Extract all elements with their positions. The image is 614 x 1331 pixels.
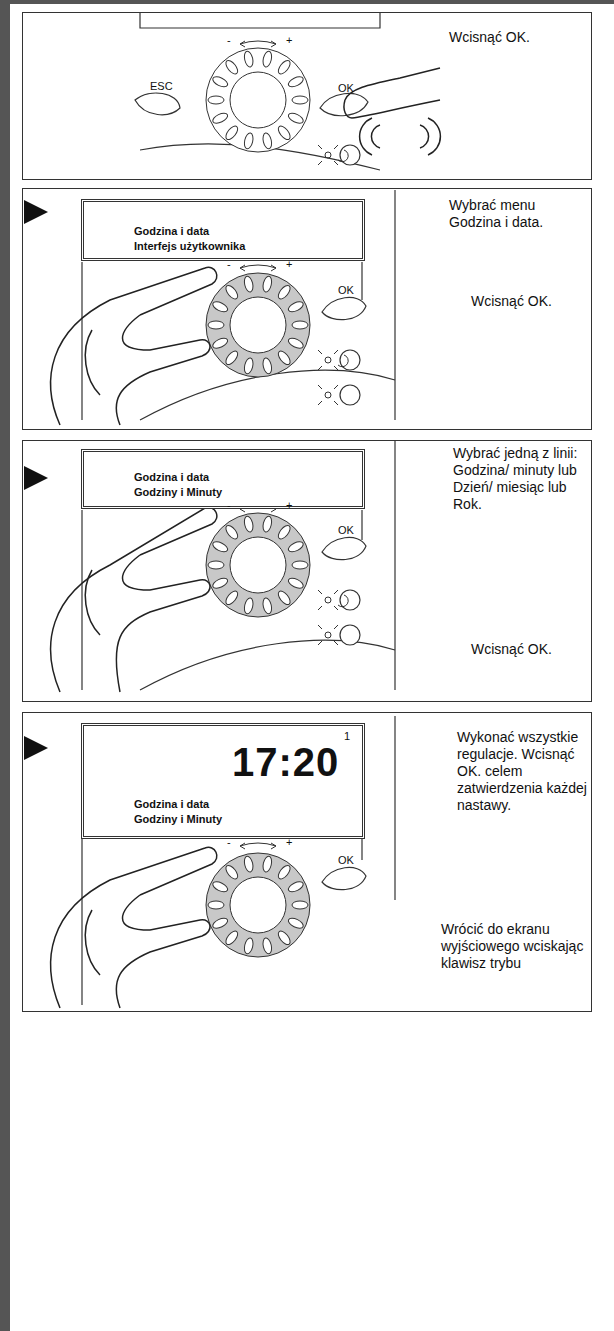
hands bbox=[51, 68, 441, 1008]
button-label: + bbox=[286, 258, 292, 270]
screen-text: Interfejs użytkownika bbox=[134, 239, 245, 253]
button-label: + bbox=[286, 499, 292, 511]
button-label: OK bbox=[338, 524, 354, 536]
screen-text: Godziny i Minuty bbox=[134, 812, 222, 826]
button-label: - bbox=[227, 34, 231, 46]
side-bar bbox=[0, 0, 10, 1331]
button-label: OK bbox=[338, 284, 354, 296]
display-screen: Godzina i dataGodziny i Minuty bbox=[81, 449, 365, 509]
display-screen: 17:20Godzina i dataGodziny i Minuty bbox=[81, 723, 365, 839]
button-label: OK bbox=[338, 854, 354, 866]
step-panel: Wybrać menu Godzina i data. Wcisnąć OK. Go… bbox=[22, 188, 592, 430]
instruction-text: Wrócić do ekranu wyjściowego wciskając k… bbox=[441, 921, 591, 972]
button-label: - bbox=[227, 499, 231, 511]
button-label: 1 bbox=[344, 730, 350, 742]
step-panel: Wybrać jedną z linii: Godzina/ minuty lu… bbox=[22, 440, 592, 702]
button-label: OK bbox=[338, 82, 354, 94]
instruction-text: Wybrać jedną z linii: Godzina/ minuty lu… bbox=[453, 445, 593, 513]
instruction-text: Wcisnąć OK. bbox=[471, 641, 591, 658]
button-label: - bbox=[227, 258, 231, 270]
instruction-text: Wcisnąć OK. bbox=[449, 29, 589, 46]
instruction-text: Wybrać menu Godzina i data. bbox=[449, 197, 589, 231]
button-label: ESC bbox=[150, 80, 173, 92]
pointer-arrows bbox=[24, 200, 48, 760]
step-panel: Wcisnąć OK. bbox=[22, 12, 592, 180]
button-label: - bbox=[227, 836, 231, 848]
display-digits: 17:20 bbox=[232, 740, 339, 784]
screen-text: Godzina i data bbox=[134, 224, 209, 238]
screen-text: Godziny i Minuty bbox=[134, 485, 222, 499]
device-body bbox=[82, 12, 395, 1005]
screen-text: Godzina i data bbox=[134, 470, 209, 484]
instruction-text: Wykonać wszystkie regulacje. Wcisnąć OK.… bbox=[457, 729, 587, 814]
button-label: + bbox=[286, 34, 292, 46]
button-label: + bbox=[286, 836, 292, 848]
display-screen: Godzina i dataInterfejs użytkownika bbox=[81, 199, 365, 261]
screen-text: Godzina i data bbox=[134, 797, 209, 811]
top-bar bbox=[0, 0, 614, 4]
step-panel: Wykonać wszystkie regulacje. Wcisnąć OK.… bbox=[22, 712, 592, 1012]
instruction-text: Wcisnąć OK. bbox=[471, 293, 591, 310]
